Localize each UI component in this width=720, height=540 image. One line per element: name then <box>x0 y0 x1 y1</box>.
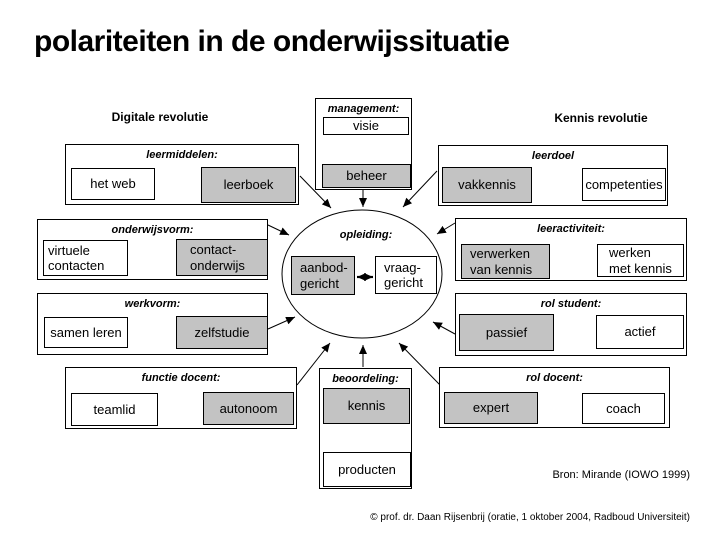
group-label: rol student: <box>540 298 602 310</box>
opleiding-ellipse <box>281 209 443 339</box>
arrow-leeractiviteit-opleiding <box>436 222 456 235</box>
heading-kennis-revolutie: Kennis revolutie <box>554 111 648 125</box>
group-label: management: <box>327 103 400 115</box>
arrow-werkvorm-opleiding <box>267 316 296 330</box>
arrow-rolstudent-opleiding <box>432 321 456 335</box>
box-samen-leren: samen leren <box>44 317 128 348</box>
group-label: leermiddelen: <box>146 149 218 161</box>
group-rol-student: rol student: passief actief <box>455 293 687 356</box>
opleiding-label: opleiding: <box>339 229 393 241</box>
arrow-onderwijsvorm-opleiding <box>267 224 290 236</box>
box-competenties: competenties <box>582 168 666 201</box>
group-leerdoel: leerdoel vakkennis competenties <box>438 145 668 206</box>
group-label: leeractiviteit: <box>537 223 605 235</box>
box-verwerken-van-kennis: verwerken van kennis <box>461 244 550 279</box>
box-virtuele-contacten: virtuele contacten <box>43 240 128 276</box>
page-title: polariteiten in de onderwijssituatie <box>34 25 510 58</box>
box-producten: producten <box>323 452 411 487</box>
box-het-web: het web <box>71 168 155 200</box>
group-label: rol docent: <box>526 372 583 384</box>
box-contact-onderwijs: contact- onderwijs <box>176 239 268 276</box>
box-visie: visie <box>323 117 409 135</box>
group-label: leerdoel <box>531 150 575 162</box>
converging-arrows <box>267 170 456 386</box>
box-leerboek: leerboek <box>201 167 296 203</box>
copyright-note: © prof. dr. Daan Rijsenbrij (oratie, 1 o… <box>370 512 690 523</box>
box-coach: coach <box>582 393 665 424</box>
group-beoordeling: beoordeling: kennis producten <box>319 368 412 489</box>
group-leermiddelen: leermiddelen: het web leerboek <box>65 144 299 205</box>
box-autonoom: autonoom <box>203 392 294 425</box>
box-werken-met-kennis: werken met kennis <box>597 244 684 277</box>
box-beheer: beheer <box>322 164 411 188</box>
box-vraag-gericht: vraag- gericht <box>375 256 437 294</box>
arrow-functiedocent-opleiding <box>296 342 331 386</box>
box-teamlid: teamlid <box>71 393 158 426</box>
heading-digitale-revolutie: Digitale revolutie <box>111 110 209 124</box>
group-onderwijsvorm: onderwijsvorm: virtuele contacten contac… <box>37 219 268 280</box>
box-kennis: kennis <box>323 388 410 424</box>
group-label: werkvorm: <box>124 298 181 310</box>
arrow-leerdoel-opleiding <box>402 170 438 208</box>
arrow-leermiddelen-opleiding <box>299 175 332 209</box>
group-rol-docent: rol docent: expert coach <box>439 367 670 428</box>
group-management: management: visie beheer <box>315 98 412 190</box>
box-actief: actief <box>596 315 684 349</box>
box-vakkennis: vakkennis <box>442 167 532 203</box>
group-functie-docent: functie docent: teamlid autonoom <box>65 367 297 429</box>
arrow-roldocent-opleiding <box>398 342 441 386</box>
group-werkvorm: werkvorm: samen leren zelfstudie <box>37 293 268 355</box>
group-label: functie docent: <box>141 372 221 384</box>
group-label: onderwijsvorm: <box>111 224 194 236</box>
box-expert: expert <box>444 392 538 424</box>
group-leeractiviteit: leeractiviteit: verwerken van kennis wer… <box>455 218 687 281</box>
group-label: beoordeling: <box>332 373 399 385</box>
box-passief: passief <box>459 314 554 351</box>
source-note: Bron: Mirande (IOWO 1999) <box>552 469 690 481</box>
box-zelfstudie: zelfstudie <box>176 316 268 349</box>
box-aanbod-gericht: aanbod- gericht <box>291 256 355 295</box>
